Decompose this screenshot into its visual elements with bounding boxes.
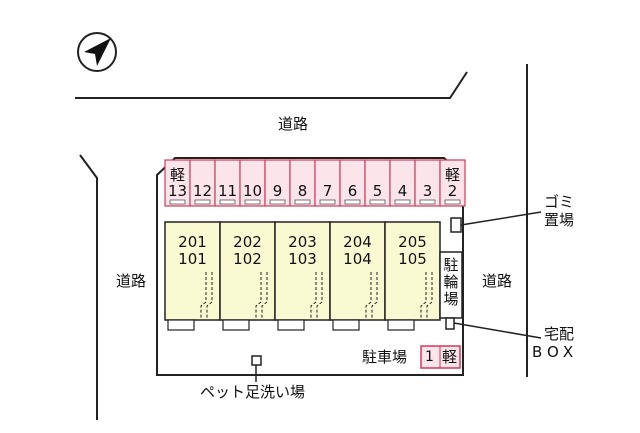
unit-number-lower: 101 — [178, 250, 207, 268]
unit-number-lower: 102 — [233, 250, 262, 268]
parking-slot-label: 11 — [217, 182, 238, 200]
wheel-stop — [344, 199, 361, 205]
road-label-left: 道路 — [116, 272, 147, 290]
delivery-leader-line — [453, 322, 542, 339]
parking-slot — [389, 159, 416, 207]
parking-slot — [189, 159, 216, 207]
parking-slot-label: 6 — [347, 182, 358, 200]
garbage-leader-line — [460, 211, 542, 226]
parking-slot-label: 4 — [397, 182, 408, 200]
unit-number-upper: 204 — [343, 233, 372, 251]
parking-slot-label: 9 — [272, 182, 283, 200]
road-label-top: 道路 — [278, 115, 309, 133]
parking-slot — [414, 159, 441, 207]
wheel-stop — [269, 199, 286, 205]
unit-block — [219, 221, 276, 321]
wheel-stop — [194, 199, 211, 205]
stair-line — [371, 272, 378, 320]
wheel-stop — [244, 199, 261, 205]
wheel-stop — [294, 199, 311, 205]
stair-line — [261, 272, 268, 320]
stair-line — [206, 272, 213, 320]
road-label-right: 道路 — [482, 272, 513, 290]
stair-line — [316, 272, 323, 320]
wheel-stop — [219, 199, 236, 205]
road-edge-left — [79, 154, 98, 420]
wheel-stop — [394, 199, 411, 205]
parking-slot — [439, 159, 466, 207]
garbage-label-line2: 置場 — [544, 211, 575, 229]
road-edge-top — [75, 71, 468, 99]
wheel-stop — [319, 199, 336, 205]
garbage-area-marker — [450, 217, 462, 233]
parking-slot-label: 8 — [297, 182, 308, 200]
unit-number-lower: 103 — [288, 250, 317, 268]
unit-number-upper: 201 — [178, 233, 207, 251]
parking-slot-label: 5 — [372, 182, 383, 200]
wheel-stop — [169, 199, 186, 205]
stair-line — [365, 272, 372, 320]
parking-lot-label: 駐車場 — [362, 348, 408, 366]
bicycle-parking-label: 駐輪場 — [443, 257, 459, 308]
entrance-step — [332, 319, 360, 331]
parking-slot-label: 10 — [242, 182, 263, 200]
parking-slot — [239, 159, 266, 207]
parking-slot-label: 3 — [422, 182, 433, 200]
unit-number-upper: 203 — [288, 233, 317, 251]
parking-slots — [164, 159, 466, 207]
pet-wash-label: ペット足洗い場 — [200, 383, 306, 401]
parking-slot — [364, 159, 391, 207]
stair-line — [426, 272, 433, 320]
wheel-stop — [444, 199, 461, 205]
wheel-stop — [369, 199, 386, 205]
parking-slot — [264, 159, 291, 207]
unit-number-lower: 104 — [343, 250, 372, 268]
pet-wash-marker — [251, 355, 262, 366]
stair-line — [310, 272, 317, 320]
delivery-box-marker — [445, 317, 455, 330]
unit-number-upper: 205 — [398, 233, 427, 251]
parking-slot-1-kei: 軽 — [442, 348, 458, 366]
delivery-label-line1: 宅配 — [544, 325, 575, 343]
stair-line — [420, 272, 427, 320]
parking-slot-label: 7 — [322, 182, 333, 200]
unit-number-lower: 105 — [398, 250, 427, 268]
wheel-stop — [419, 199, 436, 205]
entrance-step — [387, 319, 415, 331]
bicycle-parking-text: 駐輪場 — [443, 256, 459, 308]
parking-slot-1-number: 1 — [425, 349, 434, 365]
parking-slot — [339, 159, 366, 207]
stair-line — [200, 272, 207, 320]
parking-slot-label: 12 — [192, 182, 213, 200]
garbage-label-line1: ゴミ — [544, 193, 575, 211]
entrance-step — [277, 319, 305, 331]
unit-number-upper: 202 — [233, 233, 262, 251]
entrance-step — [167, 319, 195, 331]
stair-line — [255, 272, 262, 320]
entrance-step — [222, 319, 250, 331]
parking-slot — [314, 159, 341, 207]
north-arrow-icon — [77, 32, 117, 72]
delivery-label-line2: BOX — [532, 343, 579, 361]
unit-block — [329, 221, 386, 321]
unit-block — [164, 221, 221, 321]
building-units — [164, 221, 441, 331]
unit-block — [384, 221, 441, 321]
